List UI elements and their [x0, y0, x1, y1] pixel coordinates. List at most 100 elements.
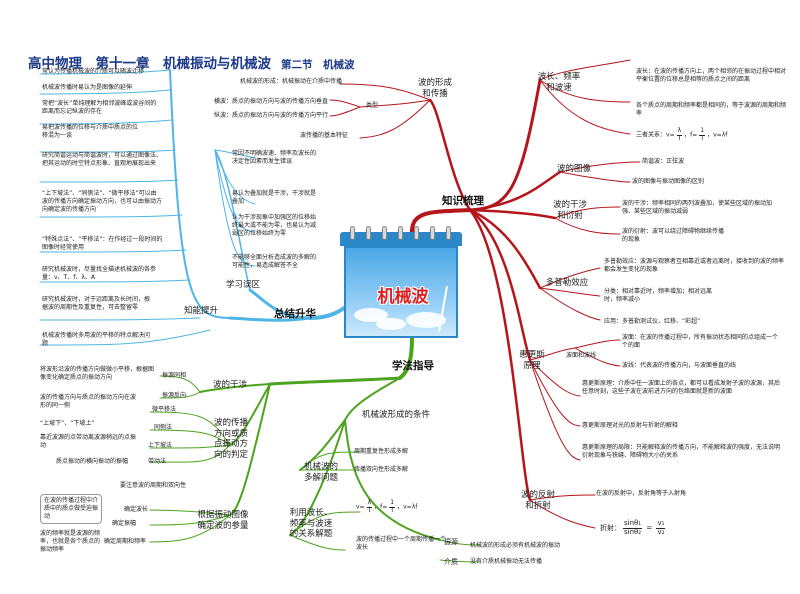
ability-item: 常把“波长”单纯理解为相邻波峰或波谷间的距离而忘记纵波的存在 [42, 100, 157, 116]
parameter-item: 确定波长 [124, 506, 149, 513]
fraction-den: T [390, 506, 395, 514]
formula-v: v= [666, 131, 675, 139]
huygens-limit: 惠更斯原理的局限：只能解释波的传播方向，不能解释波的强度，无法说明衍射现象与狭缝… [582, 444, 781, 460]
direction-method: 同侧法 [154, 424, 173, 431]
parameters-note: 波的频率就是波源的频率，也就是各个质点的振动频率 [40, 530, 101, 554]
formula-end: ，v=λf [397, 503, 418, 511]
wavefront-definition: 波面：在波的传播过程中，所有振动状态相同的点组成一个个的面 [622, 334, 779, 350]
main-title: 高中物理 第十一章 机械振动与机械波 [28, 56, 271, 72]
ring-icon [446, 226, 451, 240]
fraction-num: v₁ [656, 519, 666, 529]
refraction-label: 折射： [600, 524, 621, 533]
doppler-definition: 多普勒效应：波源与观察者互相靠近或者远离时，接收到的波的频率都会发生变化的现象 [604, 258, 785, 274]
period-note: 各个质点的周期和频率都是相同的，等于波源的周期和频率 [636, 102, 787, 118]
fraction-den: T [677, 134, 682, 142]
ring-icon [350, 226, 355, 240]
huygens-principle: 惠更斯原理：介质中任一波面上的各点，都可以看成发射子波的波源，其后任意时刻，这些… [582, 380, 781, 396]
formation-definition: 机械波的形成：机械振动在介质中传播 [240, 78, 343, 85]
direction-method: 带动法 [148, 458, 167, 465]
source-note: 机械波的形成必须有机械波的振动 [470, 542, 561, 549]
formula-v: v= [356, 503, 365, 511]
node-calc: 利用波长、 频率与波速 的关系解题 [289, 508, 333, 540]
huygens-explain: 惠更斯原理对光的反射与折射的解释 [582, 422, 679, 429]
direction-note: 靠近波源的点带动离波源稍远的点振动 [40, 434, 137, 450]
ability-item: 研究简谐运动与简谐波时，可以通过图像法、把其运动的时空特点形象、直观地展现出来 [42, 152, 163, 168]
node-reflection: 波的反射 和折射 [520, 490, 555, 511]
node-conditions: 机械波形成的条件 [361, 410, 430, 420]
direction-method: 微平移法 [152, 406, 177, 413]
interference-method: 振源同相 [162, 372, 187, 379]
mistake-item: 易认为叠加就是干涉，干涉就是叠加 [232, 190, 317, 206]
green-branch-lines [149, 336, 481, 563]
ring-icon [430, 226, 435, 240]
branch-knowledge: 知识梳理 [442, 195, 484, 207]
image-item: 简谐波：正弦波 [642, 158, 685, 165]
parameters-note: 在波的传播过程中介质中的质点做受迫振动 [40, 494, 102, 525]
ability-item: 常认为传播机械波的介质可以随波迁移 [42, 68, 145, 75]
formula-end: ，v=λf [707, 131, 728, 139]
red-branch-lines [329, 59, 641, 529]
calc-note: 波的传播过程中一个周期传播一个波长 [356, 536, 447, 552]
node-wavelength: 波长、频率 和波速 [537, 72, 581, 93]
formation-types: 类型 [366, 102, 379, 109]
wavelength-definition: 波长：在波的传播方向上，两个相邻的在振动过程中相对平衡位置的位移总是相等的质点之… [636, 68, 787, 84]
cloud-icon [354, 308, 388, 322]
relation-label: 三者关系： [636, 131, 667, 139]
fraction-num: 1 [699, 127, 706, 136]
interference-method: 振源反向 [162, 392, 187, 399]
direction-note: 波的传播方向与质点的振动方向在波形的同一侧 [40, 394, 137, 410]
doppler-apply: 应用：多普勒测试仪、红移、“彩超” [604, 318, 701, 325]
direction-method: 上下坡法 [148, 442, 173, 449]
cloud-icon [376, 318, 406, 330]
node-interference: 波的干涉 和衍射 [552, 200, 587, 221]
doppler-classify: 分类：相对靠近时，频率增加；相对远离时，频率减小 [604, 288, 713, 304]
direction-note: 质点振动的横向振动的振幅 [56, 458, 129, 465]
image-item: 波的图像与振动图像的区别 [632, 178, 705, 185]
ability-item: “特殊点法”、“平移法”：在作经过一段时间的图像时经常使用 [42, 236, 163, 252]
interference-item: 波的干涉：频率相同的两列波叠加，使某些区域的振动加强、某些区域的振动减弱 [622, 200, 773, 216]
direction-note: “上坡下”、“下坡上” [40, 420, 95, 427]
formula-f: ，f= [374, 503, 388, 511]
fraction-num: 1 [389, 499, 396, 508]
fraction-den: sinθ₂ [624, 527, 642, 536]
formula-f: ，f= [684, 131, 698, 139]
ring-icon [366, 226, 371, 240]
center-calendar-image: 机械波 [340, 226, 462, 338]
node-direction: 波的传播 方向或质 点振动方 向的判定 [213, 418, 248, 460]
parameters-note-top: 要注意波的周期和双向性 [120, 482, 187, 489]
longitudinal-wave: 纵波：质点的振动方向与波的传播方向平行 [214, 112, 329, 119]
cloud-icon [406, 312, 446, 328]
ability-item: “上下坡法”、“同侧法”、“微平移法”可以由波的传播方向确定振动方向，也可以由振… [42, 190, 163, 214]
ability-item: 研究机械波时，尽量找全描述机械波的各参量：v、T、f、λ、A [42, 266, 157, 282]
calendar-sky: 机械波 [344, 246, 458, 338]
fraction-den: v₂ [657, 527, 665, 536]
wave-label: 波面和波线 [566, 352, 597, 359]
multi-item: 传播双向性形成多解 [354, 466, 409, 473]
wave-feature: 波传播的基本特征 [300, 132, 349, 139]
node-formation: 波的形成 和传播 [417, 78, 452, 99]
transverse-wave: 横波：质点的振动方向与波的传播方向垂直 [214, 98, 329, 105]
fraction-num: λ [676, 127, 683, 136]
node-ability: 知能提升 [183, 306, 218, 316]
source-label: 振源 [444, 538, 458, 546]
ability-item: 机械波传播时易认为是图像的延伸 [42, 84, 133, 91]
interference-item: 波的衍射：波可以绕过障碍物继续传播的现象 [622, 228, 725, 244]
multi-item: 周期重复性形成多解 [354, 448, 409, 455]
node-doppler: 多普勒效应 [545, 278, 589, 288]
waveline-definition: 波线：代表波的传播方向，与波面垂直的线 [622, 362, 737, 369]
node-method-interference: 波的干涉 [212, 380, 247, 390]
ring-icon [382, 226, 387, 240]
mistake-item: 常因不明确波速、频率及波长的决定性因素而发生错误 [232, 150, 317, 166]
branch-method: 学法指导 [392, 360, 434, 372]
medium-label: 介质 [444, 558, 458, 566]
ring-icon [398, 226, 403, 240]
